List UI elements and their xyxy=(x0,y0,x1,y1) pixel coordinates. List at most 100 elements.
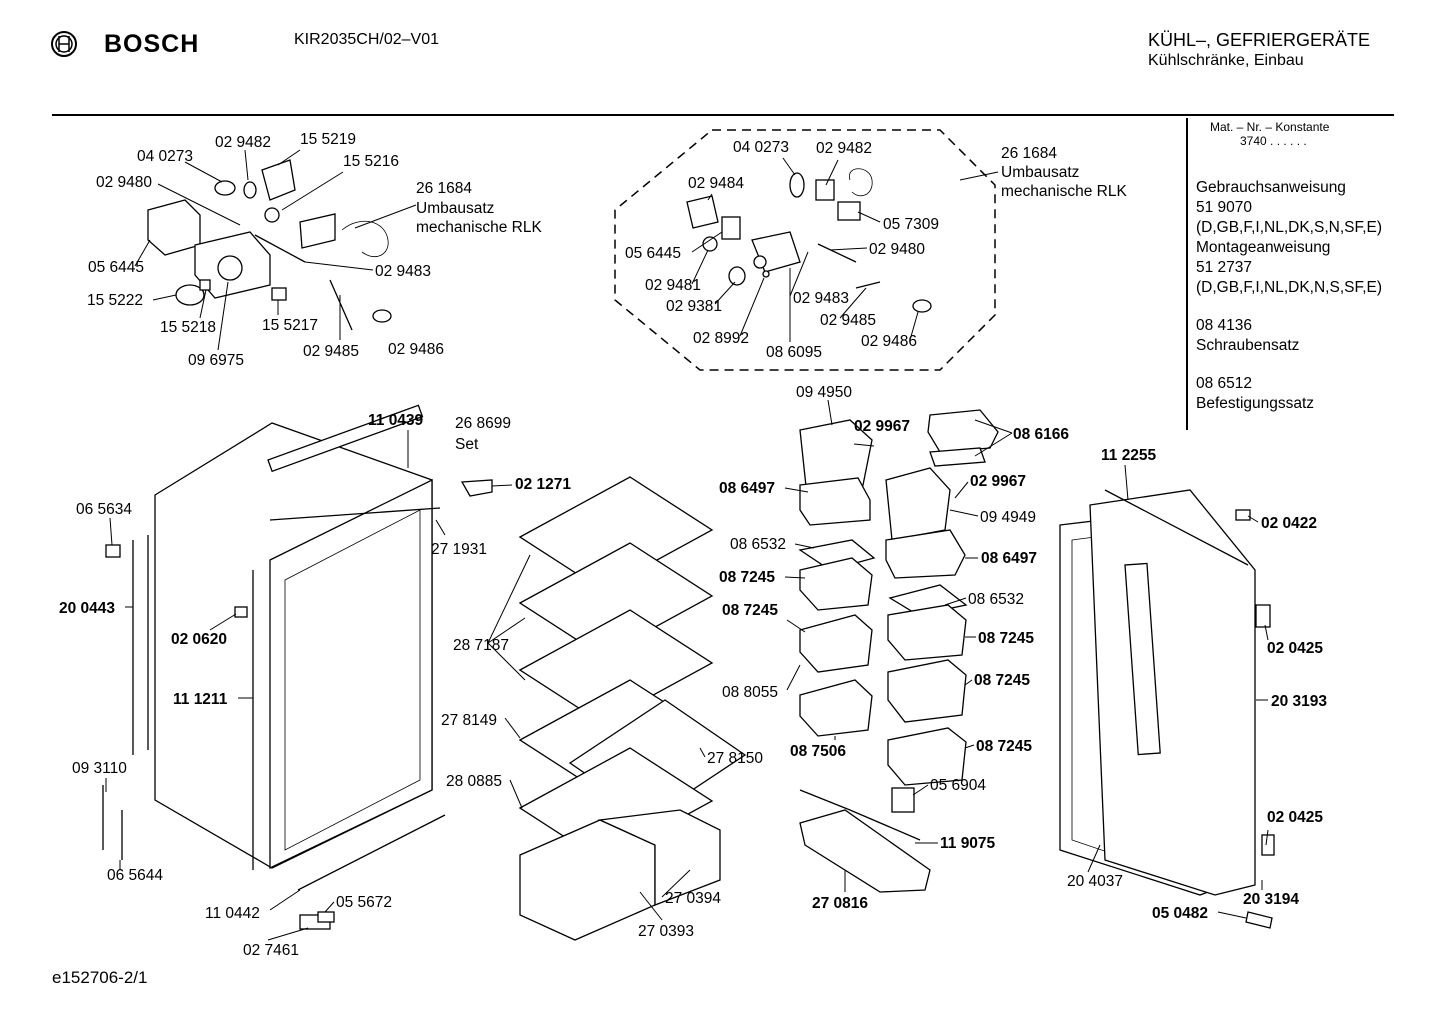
part-label: 02 9485 xyxy=(303,343,359,360)
part-label: 08 6532 xyxy=(730,536,786,553)
part-label: 08 6497 xyxy=(719,480,775,497)
document-sidebar: Mat. – Nr. – Konstante 3740 . . . . . . … xyxy=(1196,120,1382,414)
part-label: 02 0425 xyxy=(1267,640,1323,657)
part-label: 02 7461 xyxy=(243,942,299,959)
part-label: 02 0425 xyxy=(1267,809,1323,826)
part-label: 15 5222 xyxy=(87,292,143,309)
part-label: 08 7245 xyxy=(722,602,778,619)
part-label: 09 4950 xyxy=(796,384,852,401)
fixing-set-title: Befestigungssatz xyxy=(1196,395,1315,412)
sidebar-rule xyxy=(1186,118,1188,430)
part-label: 05 6445 xyxy=(625,245,681,262)
screw-set-title: Schraubensatz xyxy=(1196,337,1300,354)
part-label: 20 3193 xyxy=(1271,693,1327,710)
part-label: Umbausatz xyxy=(1001,164,1079,181)
part-label: 08 6095 xyxy=(766,344,822,361)
part-label: 02 9381 xyxy=(666,298,722,315)
part-label: 20 4037 xyxy=(1067,873,1123,890)
door-bins xyxy=(798,409,999,893)
part-label: 08 6497 xyxy=(981,550,1037,567)
part-label: mechanische RLK xyxy=(416,219,542,236)
part-label: 08 8055 xyxy=(722,684,778,701)
fixing-set-number: 08 6512 xyxy=(1196,375,1253,392)
page-subtitle: Kühlschränke, Einbau xyxy=(1148,52,1304,69)
part-label: 06 5634 xyxy=(76,501,132,518)
part-label: 02 9480 xyxy=(96,174,152,191)
part-label: 02 9486 xyxy=(388,341,444,358)
thermostat-assembly xyxy=(147,159,392,331)
mounting-languages: (D,GB,F,I,NL,DK,N,S,SF,E) xyxy=(1196,279,1383,296)
part-label: 11 2255 xyxy=(1101,447,1157,464)
cabinet-body xyxy=(102,404,446,930)
leader-line xyxy=(959,171,999,181)
part-label: Set xyxy=(455,436,479,453)
part-label: 15 5216 xyxy=(343,153,399,170)
part-label: 11 0442 xyxy=(205,905,260,922)
part-label: 02 9481 xyxy=(645,277,701,294)
part-label: 02 9480 xyxy=(869,241,925,258)
part-label: 09 6975 xyxy=(188,352,244,369)
part-label: 27 0394 xyxy=(665,890,721,907)
manual-languages: (D,GB,F,I,NL,DK,S,N,SF,E) xyxy=(1196,219,1383,236)
part-label: 05 6904 xyxy=(930,777,986,794)
part-label: 08 7506 xyxy=(790,743,846,760)
part-label: 05 7309 xyxy=(883,216,939,233)
part-label: 11 1211 xyxy=(173,691,228,708)
part-label: 27 0393 xyxy=(638,923,694,940)
part-label: 02 9967 xyxy=(854,418,910,435)
part-label: 15 5217 xyxy=(262,317,318,334)
mat-label: Mat. – Nr. – Konstante xyxy=(1210,120,1330,134)
part-label: 08 6532 xyxy=(968,591,1024,608)
drawing-code: e152706-2/1 xyxy=(52,968,148,987)
manual-title: Gebrauchsanweisung xyxy=(1196,179,1346,196)
refrigerator-door xyxy=(1059,489,1275,929)
part-label: 02 8992 xyxy=(693,330,749,347)
conversion-kit-outline xyxy=(614,129,996,371)
part-label: 09 4949 xyxy=(980,509,1036,526)
part-label: 05 6445 xyxy=(88,259,144,276)
part-label: 04 0273 xyxy=(733,139,789,156)
mat-value: 3740 . . . . . . xyxy=(1240,134,1307,148)
part-label: 28 0885 xyxy=(446,773,502,790)
part-label: mechanische RLK xyxy=(1001,183,1127,200)
part-label: 08 7245 xyxy=(976,738,1032,755)
part-label: 02 9482 xyxy=(816,140,872,157)
part-label: 20 3194 xyxy=(1243,891,1299,908)
header-rule xyxy=(52,114,1394,116)
part-label: 05 5672 xyxy=(336,894,392,911)
part-label: 08 7245 xyxy=(719,569,775,586)
part-label: 26 8699 xyxy=(455,415,511,432)
part-label: 02 0422 xyxy=(1261,515,1317,532)
model-number: KIR2035CH/02–V01 xyxy=(294,31,439,48)
part-label: 20 0443 xyxy=(59,600,115,617)
page-title: KÜHL–, GEFRIERGERÄTE xyxy=(1148,30,1371,50)
part-label: 05 0482 xyxy=(1152,905,1208,922)
part-label: 26 1684 xyxy=(416,180,472,197)
part-label: 28 7187 xyxy=(453,637,509,654)
screw-set-number: 08 4136 xyxy=(1196,317,1253,334)
part-label: 27 8150 xyxy=(707,750,763,767)
part-label: 02 1271 xyxy=(515,476,571,493)
part-label: 11 0439 xyxy=(368,412,424,429)
part-label: 02 9483 xyxy=(375,263,431,280)
conversion-kit-parts xyxy=(686,168,932,313)
part-label: 27 8149 xyxy=(441,712,497,729)
part-label: 02 9967 xyxy=(970,473,1026,490)
part-label: 11 9075 xyxy=(940,835,996,852)
part-label: 08 6166 xyxy=(1013,426,1069,443)
part-label: 02 9483 xyxy=(793,290,849,307)
brand-name: BOSCH xyxy=(104,30,200,58)
mounting-title: Montageanweisung xyxy=(1196,239,1331,256)
part-label: 02 9484 xyxy=(688,175,744,192)
part-label: 06 5644 xyxy=(107,867,163,884)
part-label: 02 9482 xyxy=(215,134,271,151)
mounting-number: 51 2737 xyxy=(1196,259,1253,276)
part-label: 26 1684 xyxy=(1001,145,1057,162)
part-label: 15 5218 xyxy=(160,319,216,336)
part-label: 02 9486 xyxy=(861,333,917,350)
glass-shelves xyxy=(460,476,747,941)
part-label: 09 3110 xyxy=(72,760,127,777)
manual-number: 51 9070 xyxy=(1196,199,1253,216)
